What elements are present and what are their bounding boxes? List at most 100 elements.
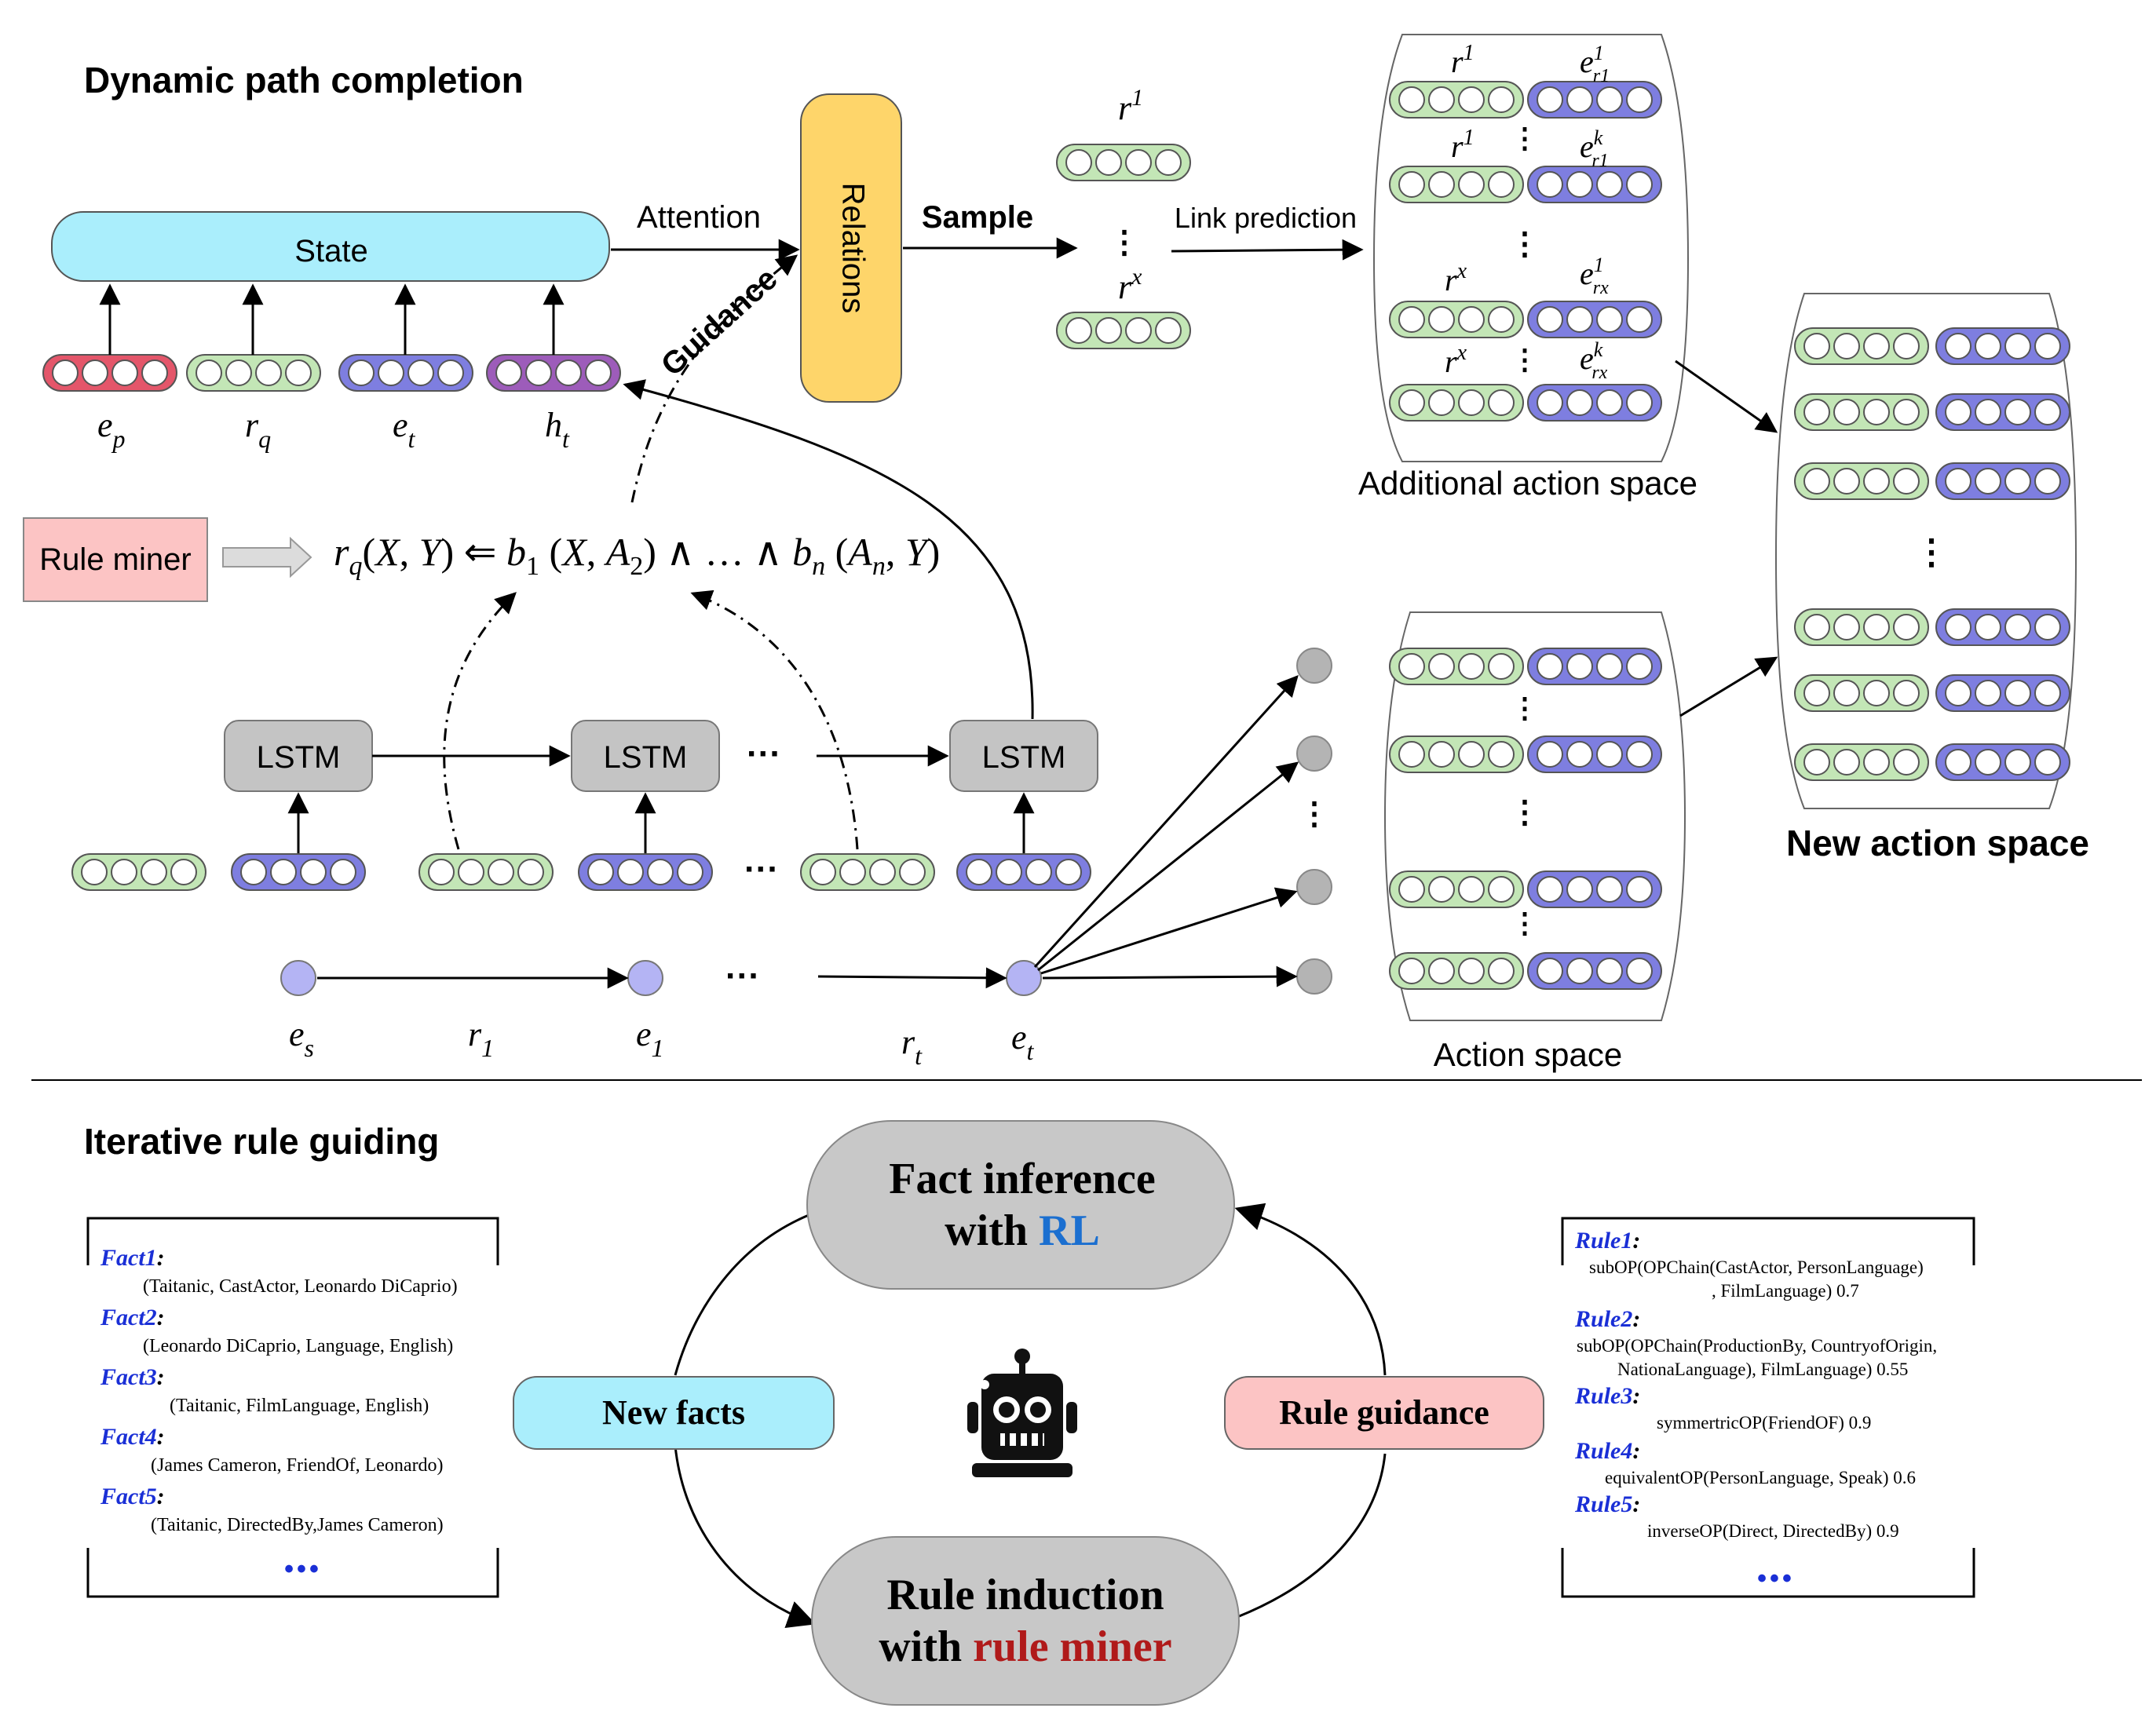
vector-cell bbox=[1155, 317, 1182, 344]
vector-cell bbox=[1537, 389, 1563, 416]
vector-cell bbox=[2004, 680, 2031, 706]
vector-cell bbox=[1458, 86, 1485, 113]
additional-action-space-label: Additional action space bbox=[1358, 465, 1697, 502]
label-rq: rq bbox=[245, 406, 271, 453]
sampled-vector-rx bbox=[1056, 312, 1191, 349]
label-e1: e1 bbox=[636, 1015, 664, 1062]
vector-cell bbox=[809, 859, 836, 885]
vector-cell bbox=[1863, 333, 1890, 360]
vector-cell bbox=[1488, 876, 1515, 903]
vector-cell bbox=[2004, 749, 2031, 776]
rule-name: Rule3: bbox=[1574, 1383, 1640, 1409]
rules-list: Rule1:subOP(OPChain(CastActor, PersonLan… bbox=[1574, 1228, 1937, 1541]
vector-cell bbox=[196, 360, 222, 386]
vector-cell bbox=[1945, 399, 1971, 425]
path-arrow-2 bbox=[817, 967, 1007, 989]
vector-cell bbox=[1065, 317, 1092, 344]
vector-ht bbox=[486, 354, 621, 392]
new-facts-label: New facts bbox=[602, 1393, 745, 1432]
additional-entity-vector bbox=[1527, 81, 1662, 119]
additional-action-space-container bbox=[1372, 34, 1690, 462]
vector-cell bbox=[111, 360, 138, 386]
new-relation-vector bbox=[1794, 743, 1929, 781]
vector-cell bbox=[1458, 306, 1485, 333]
vector-cell bbox=[1893, 614, 1920, 641]
vector-cell bbox=[111, 859, 137, 885]
vector-cell bbox=[1428, 171, 1455, 198]
vector-cell bbox=[1596, 653, 1623, 680]
vector-cell bbox=[81, 859, 108, 885]
vector-cell bbox=[1596, 171, 1623, 198]
vector-cell bbox=[1398, 389, 1425, 416]
new-relation-vector bbox=[1794, 462, 1929, 500]
vector-cell bbox=[378, 360, 404, 386]
vector-cell bbox=[587, 859, 614, 885]
fan-arrow-2 bbox=[1037, 761, 1299, 972]
vector-cell bbox=[996, 859, 1022, 885]
vector-cell bbox=[1803, 468, 1830, 495]
vector-cell bbox=[1566, 171, 1593, 198]
lstm-label-1: LSTM bbox=[257, 740, 341, 775]
fact-inference-line1: Fact inference bbox=[889, 1155, 1155, 1203]
vector-cell bbox=[1428, 958, 1455, 984]
vector-cell bbox=[1626, 306, 1653, 333]
vector-cell bbox=[348, 360, 375, 386]
vector-cell bbox=[1893, 749, 1920, 776]
vector-rq bbox=[186, 354, 321, 392]
sampled-vdots: ⋮ bbox=[1109, 225, 1140, 260]
rule-text: subOP(OPChain(ProductionBy, CountryofOri… bbox=[1577, 1336, 1937, 1356]
vector-cell bbox=[1863, 468, 1890, 495]
node-e1 bbox=[627, 960, 663, 996]
facts-ellipsis: ••• bbox=[284, 1554, 322, 1584]
vector-cell bbox=[1398, 86, 1425, 113]
vector-cell bbox=[1566, 389, 1593, 416]
vector-cell bbox=[1833, 399, 1860, 425]
vector-cell bbox=[1803, 333, 1830, 360]
vector-cell bbox=[1803, 680, 1830, 706]
vector-cell bbox=[1566, 653, 1593, 680]
robot-icon bbox=[967, 1349, 1077, 1477]
candidate-node-3 bbox=[1296, 869, 1332, 905]
fact-text: (Leonardo DiCaprio, Language, English) bbox=[143, 1336, 453, 1356]
vector-cell bbox=[1428, 86, 1455, 113]
guidance-label: Guidance bbox=[655, 261, 784, 383]
vector-cell bbox=[1626, 86, 1653, 113]
vector-cell bbox=[1537, 653, 1563, 680]
rule-text: inverseOP(Direct, DirectedBy) 0.9 bbox=[1647, 1521, 1899, 1541]
vector-cell bbox=[1626, 389, 1653, 416]
vector-cell bbox=[285, 360, 312, 386]
candidate-node-1 bbox=[1296, 648, 1332, 684]
vector-cell bbox=[1596, 86, 1623, 113]
additional-entity-vector bbox=[1527, 166, 1662, 203]
action-space-container bbox=[1383, 611, 1686, 1021]
vector-cell bbox=[1975, 614, 2001, 641]
state-box bbox=[51, 211, 610, 282]
vector-cell bbox=[1833, 680, 1860, 706]
new-relation-vector bbox=[1794, 393, 1929, 431]
rule-text-continued: , FilmLanguage) 0.7 bbox=[1712, 1281, 1859, 1301]
facts-list: Fact1:(Taitanic, CastActor, Leonardo DiC… bbox=[100, 1245, 458, 1535]
vector-cell bbox=[1095, 317, 1122, 344]
vector-cell bbox=[1095, 149, 1122, 176]
facts-list-bracket bbox=[86, 1217, 499, 1598]
lstm-box-2 bbox=[571, 720, 720, 792]
vector-cell bbox=[1065, 149, 1092, 176]
vector-cell bbox=[270, 859, 297, 885]
vector-cell bbox=[1428, 389, 1455, 416]
action-to-new-arrow bbox=[1679, 656, 1778, 717]
vector-cell bbox=[1893, 399, 1920, 425]
vector-cell bbox=[1626, 876, 1653, 903]
rule-name: Rule4: bbox=[1574, 1438, 1640, 1464]
vector-cell bbox=[1428, 741, 1455, 768]
fact-inference-line2: with RL bbox=[945, 1206, 1100, 1255]
vector-cell bbox=[1803, 399, 1830, 425]
vector-cell bbox=[2004, 399, 2031, 425]
vector-cell bbox=[1833, 614, 1860, 641]
fact-name: Fact2: bbox=[100, 1305, 165, 1330]
rule-miner-box bbox=[23, 517, 208, 602]
action-space-vectors bbox=[1389, 648, 1662, 990]
node-es bbox=[280, 960, 316, 996]
lstm-to-ht-arrow bbox=[623, 379, 1034, 720]
new-entity-vector bbox=[1935, 327, 2070, 365]
vector-cell bbox=[1458, 653, 1485, 680]
